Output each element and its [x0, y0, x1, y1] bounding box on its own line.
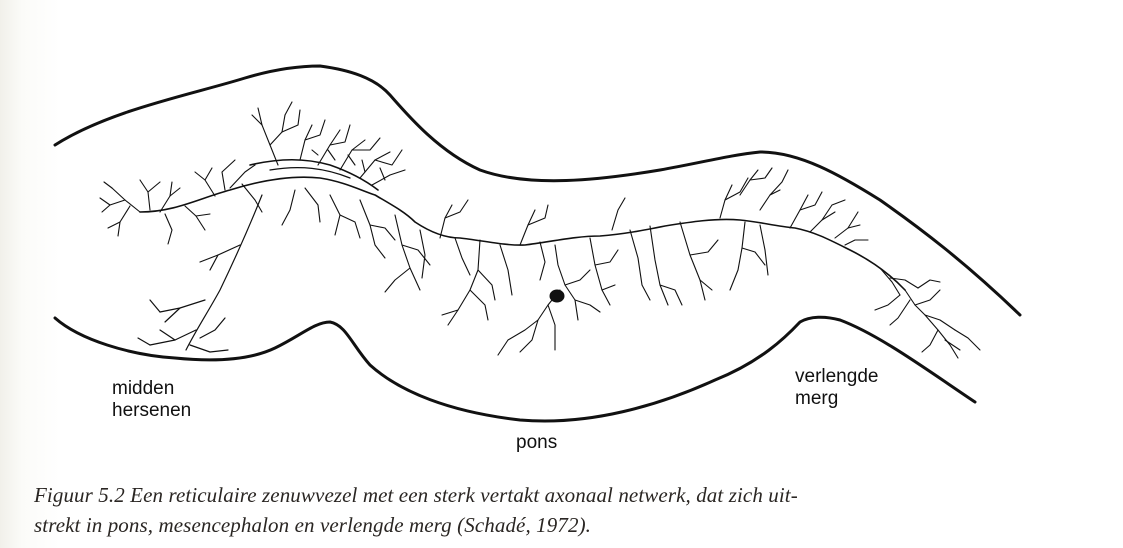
neuron-cell-body — [550, 290, 564, 302]
midbrain-arbor — [100, 160, 262, 244]
caption-line-2: strekt in pons, mesencephalon en verleng… — [34, 510, 1104, 540]
pons-arbor — [282, 188, 650, 355]
axon-trunk — [140, 177, 905, 290]
label-pons: pons — [516, 432, 557, 454]
dorsal-arbor — [252, 102, 405, 185]
medulla-arbor — [650, 168, 980, 358]
label-midbrain: midden hersenen — [112, 378, 191, 422]
brainstem-upper-outline — [55, 66, 1020, 315]
midbrain-descending-fiber — [138, 195, 262, 352]
caption-line-1: Figuur 5.2 Een reticulaire zenuwvezel me… — [34, 480, 1104, 510]
upper-fiber-bundle — [250, 160, 378, 190]
figure-caption: Figuur 5.2 Een reticulaire zenuwvezel me… — [34, 480, 1104, 540]
label-medulla: verlengde merg — [795, 366, 878, 410]
